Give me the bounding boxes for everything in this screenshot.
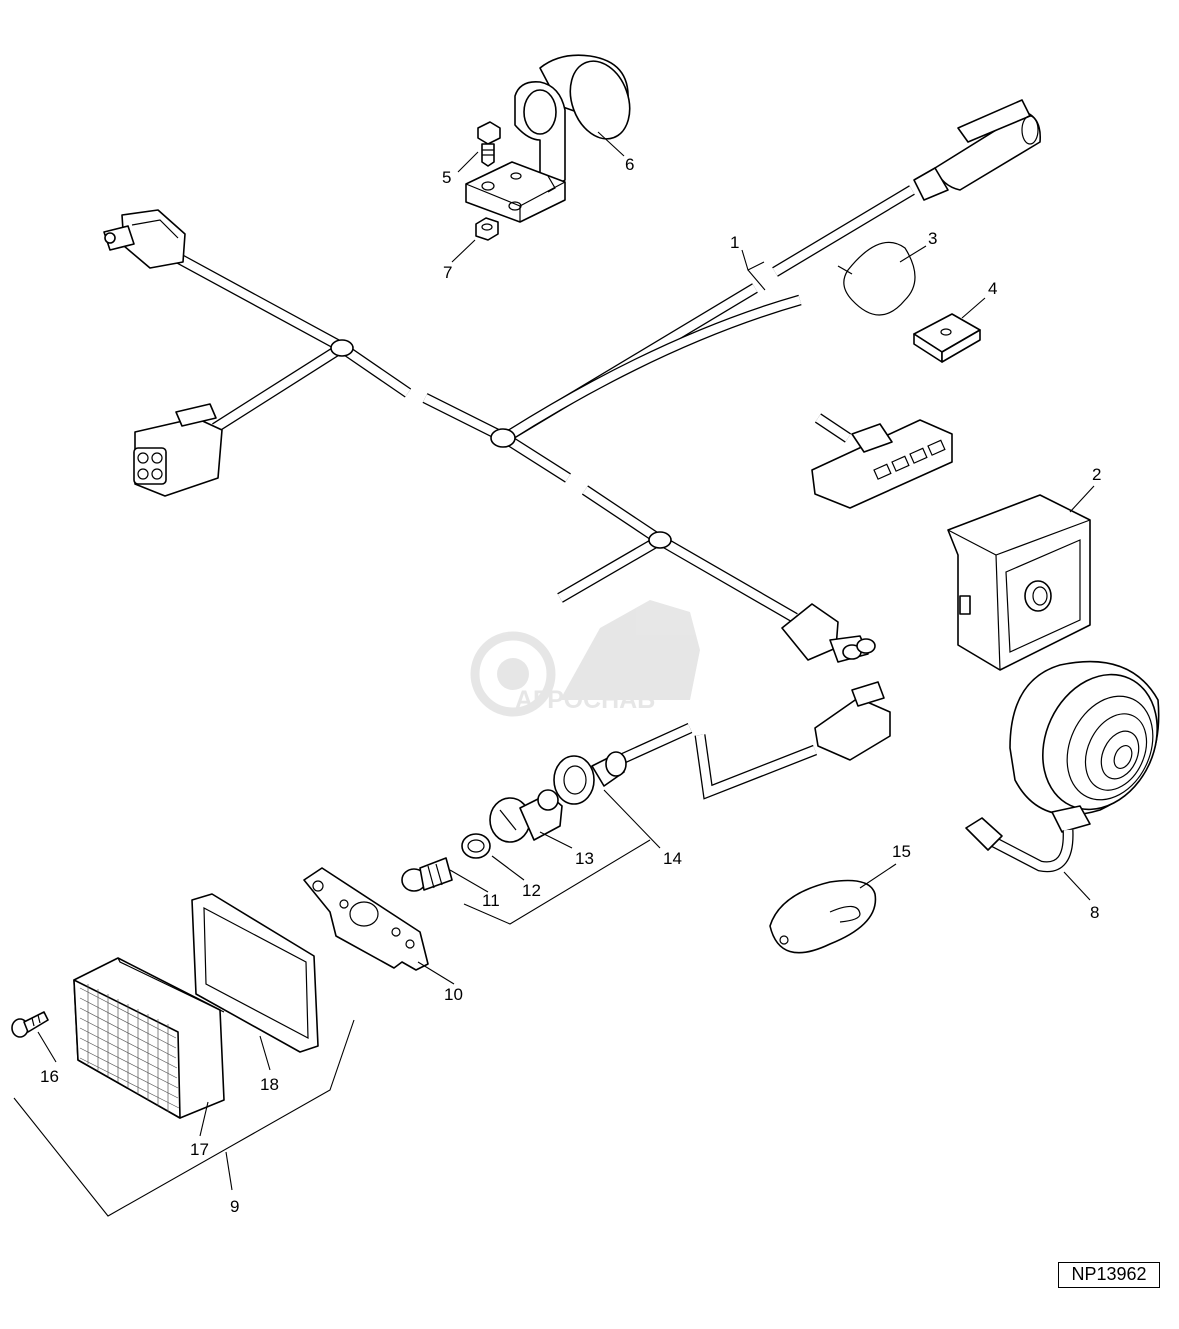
callout-18: 18: [260, 1075, 279, 1094]
figure-reference-number: NP13962: [1058, 1262, 1160, 1288]
nut-7: [475, 217, 499, 241]
callout-labels: 1 2 3 4 5 6 7 8 9 10 11 12 13 14 15 16 1…: [40, 155, 1101, 1216]
gasket-ring: [461, 833, 491, 859]
rotating-beacon: [965, 660, 1160, 873]
callout-11: 11: [482, 891, 500, 910]
callout-5: 5: [442, 168, 451, 187]
lens-gasket: [191, 893, 319, 1053]
callout-2: 2: [1092, 465, 1101, 484]
watermark-brand: АГРОСНАБ: [515, 686, 655, 714]
beacon-mount-bracket: [465, 54, 631, 223]
callout-1: 1: [730, 233, 739, 252]
watermark-logo: ООО АГРОСНАБ: [470, 600, 700, 717]
clamp-ring: [837, 241, 916, 316]
callout-10: 10: [444, 985, 463, 1004]
bolt-5: [477, 121, 501, 167]
bulb: [401, 857, 453, 892]
connector-5way-right: [811, 419, 953, 509]
callout-13: 13: [575, 849, 594, 868]
mounting-plate: [303, 867, 429, 971]
connector-lamp-harness: [814, 681, 891, 761]
callout-12: 12: [522, 881, 541, 900]
callout-4: 4: [988, 279, 997, 298]
watermark-prefix: ООО: [588, 671, 614, 683]
callout-8: 8: [1090, 903, 1099, 922]
callout-3: 3: [928, 229, 937, 248]
connector-bullet-lower: [781, 603, 876, 663]
socket-13: [489, 789, 563, 843]
callout-7: 7: [443, 263, 452, 282]
connector-2way-top-left: [103, 209, 186, 269]
flasher-module: [947, 494, 1091, 671]
leader-lines: [13, 131, 1095, 1217]
connector-4way-left: [133, 403, 223, 497]
wiring-harness: [103, 185, 953, 800]
callout-14: 14: [663, 849, 682, 868]
callout-9: 9: [230, 1197, 239, 1216]
callout-15: 15: [892, 842, 911, 861]
socket-assembly: [553, 751, 627, 805]
callout-16: 16: [40, 1067, 59, 1086]
square-pad: [913, 313, 981, 363]
rotary-switch: [913, 99, 1042, 201]
callout-6: 6: [625, 155, 634, 174]
callout-17: 17: [190, 1140, 209, 1159]
work-lamp: [73, 957, 225, 1119]
decal-plate: [769, 879, 877, 954]
screw: [11, 1011, 49, 1038]
